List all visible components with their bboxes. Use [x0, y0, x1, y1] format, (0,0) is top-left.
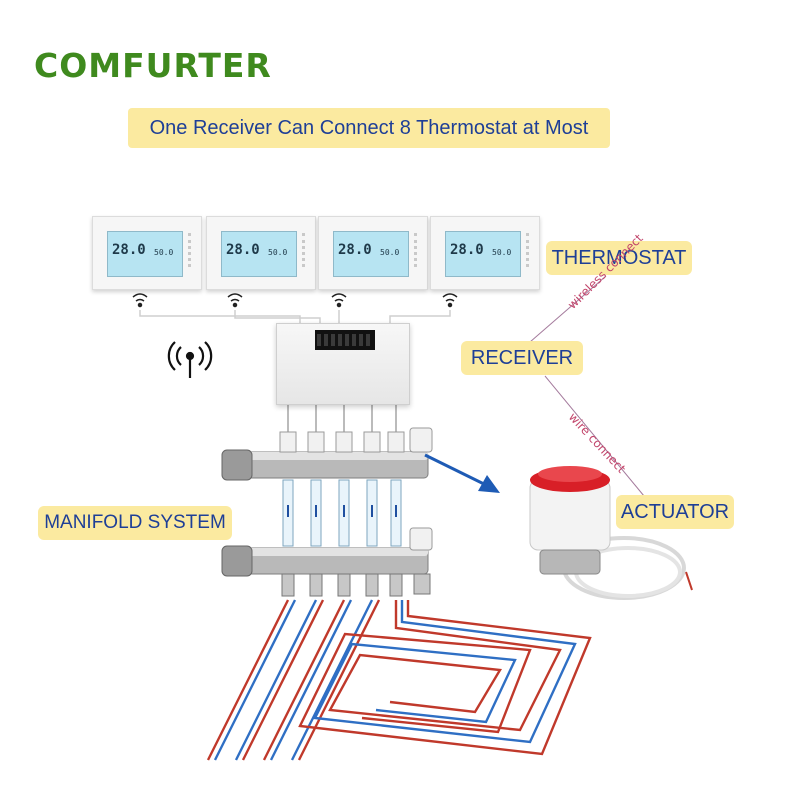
temperature-reading: 28.0	[112, 242, 146, 258]
wireless-wave-icon	[442, 293, 458, 308]
temperature-reading: 28.0	[226, 242, 260, 258]
manifold-system	[221, 427, 433, 597]
thermostat-unit: 28.0 50.0	[92, 216, 202, 290]
thermostat-unit: 28.0 50.0	[430, 216, 540, 290]
receiver-indicator-leds	[317, 334, 373, 346]
wifi-signal-icon	[167, 341, 213, 378]
thermostat-display: 28.0 50.0	[107, 231, 183, 277]
thermostat-buttons	[414, 233, 421, 267]
setpoint-reading: 50.0	[154, 248, 174, 257]
underfloor-heating-pipes	[206, 599, 592, 761]
wireless-wave-icon	[227, 293, 243, 308]
brand-logo: COMFURTER	[34, 46, 272, 85]
thermostat-label: THERMOSTAT	[546, 241, 692, 275]
wireless-wave-icon	[331, 293, 347, 308]
thermostat-display: 28.0 50.0	[221, 231, 297, 277]
thermostat-display: 28.0 50.0	[445, 231, 521, 277]
receiver-unit	[276, 323, 410, 405]
manifold-system-label: MANIFOLD SYSTEM	[38, 506, 232, 540]
temperature-reading: 28.0	[450, 242, 484, 258]
thermostat-buttons	[188, 233, 195, 267]
setpoint-reading: 50.0	[268, 248, 288, 257]
thermostat-buttons	[302, 233, 309, 267]
thermostat-display: 28.0 50.0	[333, 231, 409, 277]
thermostat-unit: 28.0 50.0	[318, 216, 428, 290]
receiver-wires	[287, 403, 397, 435]
legend-connector-lines	[529, 275, 645, 497]
arrow-right-icon	[424, 453, 500, 493]
wireless-wave-icon	[132, 293, 148, 308]
thermostat-buttons	[526, 233, 533, 267]
actuator-label: ACTUATOR	[616, 495, 734, 529]
thermostat-unit: 28.0 50.0	[206, 216, 316, 290]
actuator-device	[529, 466, 693, 600]
setpoint-reading: 50.0	[492, 248, 512, 257]
setpoint-reading: 50.0	[380, 248, 400, 257]
receiver-label: RECEIVER	[461, 341, 583, 375]
headline-banner: One Receiver Can Connect 8 Thermostat at…	[128, 108, 610, 148]
temperature-reading: 28.0	[338, 242, 372, 258]
thermostat-links	[139, 310, 451, 323]
